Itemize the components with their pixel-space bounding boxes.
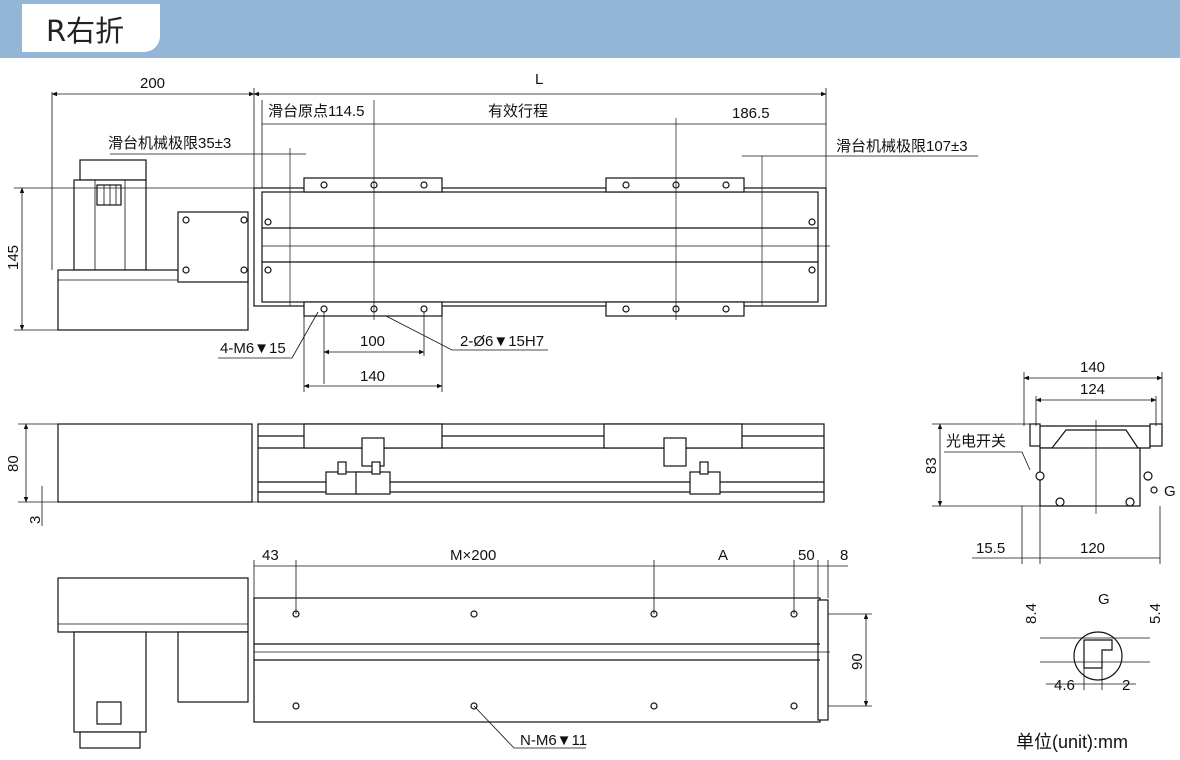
dim-90: 90 [849,653,866,670]
callout-base-holes: N-M6▼11 [520,732,587,749]
bottom-view: 43 M×200 A 50 8 90 N-M6▼11 [57,547,872,749]
dim-2: 2 [1122,677,1130,694]
dim-origin: 滑台原点114.5 [268,103,364,120]
dim-186: 186.5 [732,105,770,122]
coupling-plate [177,211,249,283]
top-view: 200 L 滑台原点114.5 有效行程 186.5 滑台机械极限35±3 滑台… [5,71,978,392]
dim-145: 145 [5,245,22,270]
dim-80: 80 [5,455,22,472]
page-title: R右折 [22,4,160,52]
dim-end-124: 124 [1080,381,1105,398]
gearbox-bottom [57,577,249,633]
dim-stroke: 有效行程 [488,103,548,120]
dim-50: 50 [798,547,815,564]
dim-mx200: M×200 [450,547,496,564]
detail-g: G 8.4 5.4 4.6 2 [1023,591,1164,694]
detail-g-title: G [1098,591,1110,608]
callout-4m6: 4-M6▼15 [220,340,286,357]
dim-100: 100 [360,333,385,350]
motor-cap [79,159,147,181]
dim-83: 83 [923,457,940,474]
dim-120: 120 [1080,540,1105,557]
dim-5-4: 5.4 [1147,603,1164,624]
dim-3: 3 [27,516,44,524]
callout-pin: 2-Ø6▼15H7 [460,333,544,350]
header-band [0,0,1180,58]
label-photo-switch: 光电开关 [946,433,1006,450]
dim-8-4: 8.4 [1023,603,1040,624]
dim-43: 43 [262,547,279,564]
label-g: G [1164,483,1176,500]
dim-200: 200 [140,75,165,92]
dim-4-6: 4.6 [1054,677,1075,694]
dim-left-limit: 滑台机械极限35±3 [108,135,231,152]
dim-8: 8 [840,547,848,564]
dim-L: L [535,71,543,88]
end-section: 140 124 83 光电开关 G 15.5 120 [923,359,1176,564]
dim-end-140: 140 [1080,359,1105,376]
side-view: 80 3 [5,423,825,526]
dim-15-5: 15.5 [976,540,1005,557]
dim-140: 140 [360,368,385,385]
motor-side [57,423,253,503]
motor-label [96,184,122,206]
dim-A: A [718,547,728,564]
dim-right-limit: 滑台机械极限107±3 [836,138,968,155]
unit-note: 单位(unit):mm [1016,732,1128,752]
